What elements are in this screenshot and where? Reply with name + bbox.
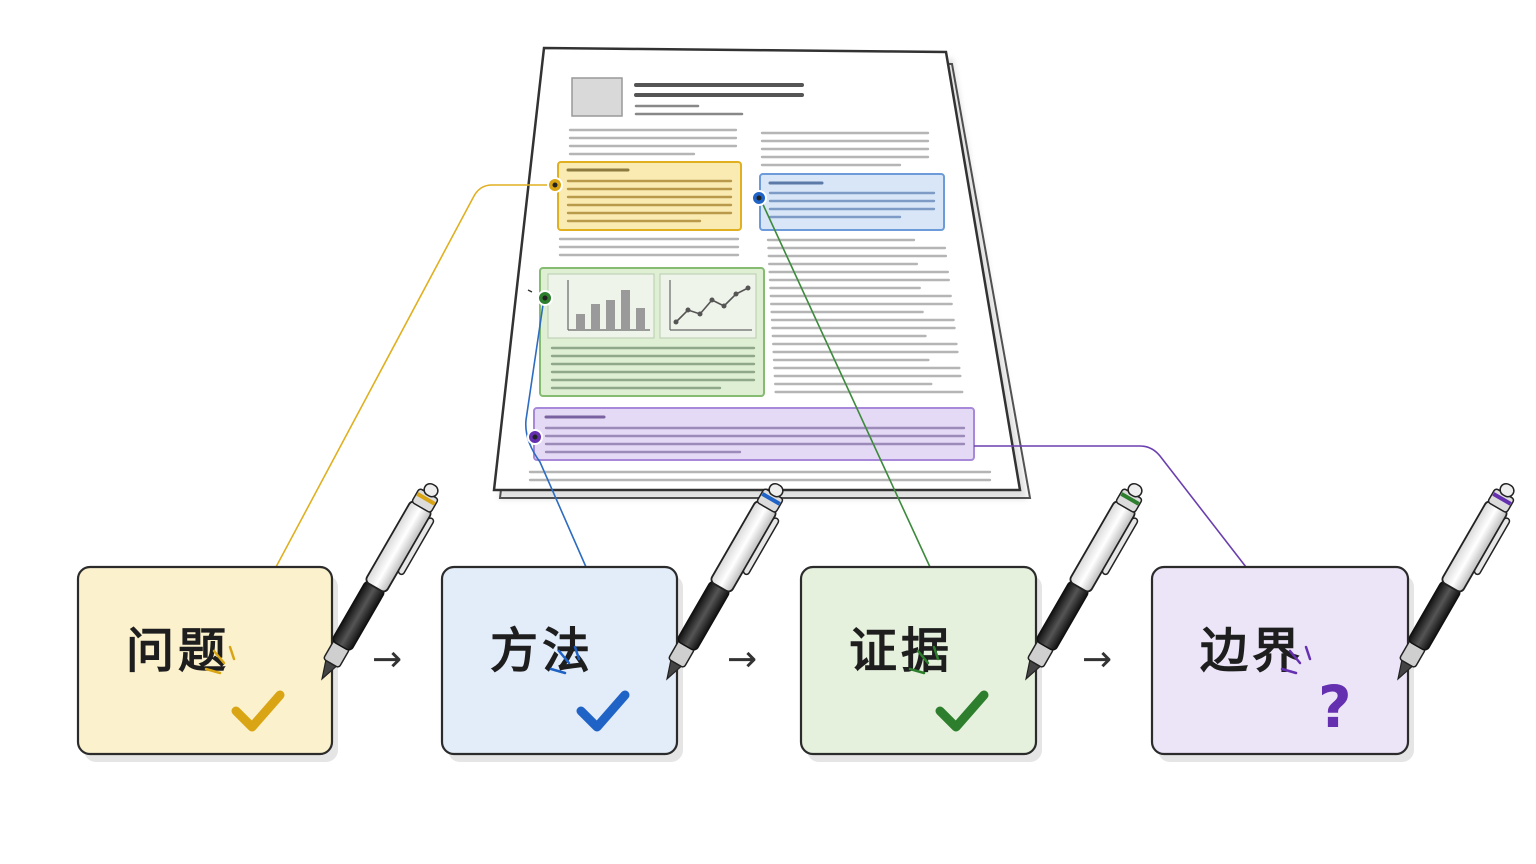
sparkle-marks <box>908 645 940 675</box>
step-card-evidence: 证据 <box>799 482 1143 762</box>
highlight-boundary-lines <box>544 415 966 454</box>
step-card-problem: 问题 <box>76 482 439 762</box>
checkmark-icon <box>231 690 285 732</box>
mini-line-chart <box>659 273 757 339</box>
step-label-method: 方法 <box>490 623 594 679</box>
highlight-evidence-lines <box>550 346 756 390</box>
mini-bar-chart <box>547 273 655 339</box>
sparkle-marks <box>549 645 581 675</box>
connector-boundary <box>974 445 1247 568</box>
pen-icon <box>1025 482 1143 681</box>
pen-icon <box>666 482 784 681</box>
sparkle-marks <box>204 645 236 675</box>
highlight-method-lines <box>768 181 936 219</box>
document-thumbnail <box>571 77 623 117</box>
step-card-method: 方法 <box>440 482 784 762</box>
step-cards: 问题方法 证据 边界? <box>76 482 1515 762</box>
connector-evidence <box>759 197 931 568</box>
document-body-text <box>528 128 992 482</box>
flow-arrow-3: → <box>1082 639 1112 680</box>
pen-icon <box>1397 482 1515 681</box>
highlight-problem-lines <box>566 168 733 223</box>
connector-problem <box>275 184 555 568</box>
pen-icon <box>321 482 439 681</box>
paper-document <box>492 46 1032 499</box>
step-card-boundary: 边界? <box>1150 482 1515 762</box>
document-title-lines <box>634 83 804 116</box>
question-mark-icon: ? <box>1318 673 1352 741</box>
flow-arrow-1: → <box>372 639 402 680</box>
sparkle-marks <box>1280 645 1312 675</box>
checkmark-icon <box>576 690 630 732</box>
checkmark-icon <box>935 690 989 732</box>
flow-arrow-2: → <box>727 639 757 680</box>
flow-arrows: → → → <box>372 639 1112 680</box>
step-label-evidence: 证据 <box>849 623 953 679</box>
